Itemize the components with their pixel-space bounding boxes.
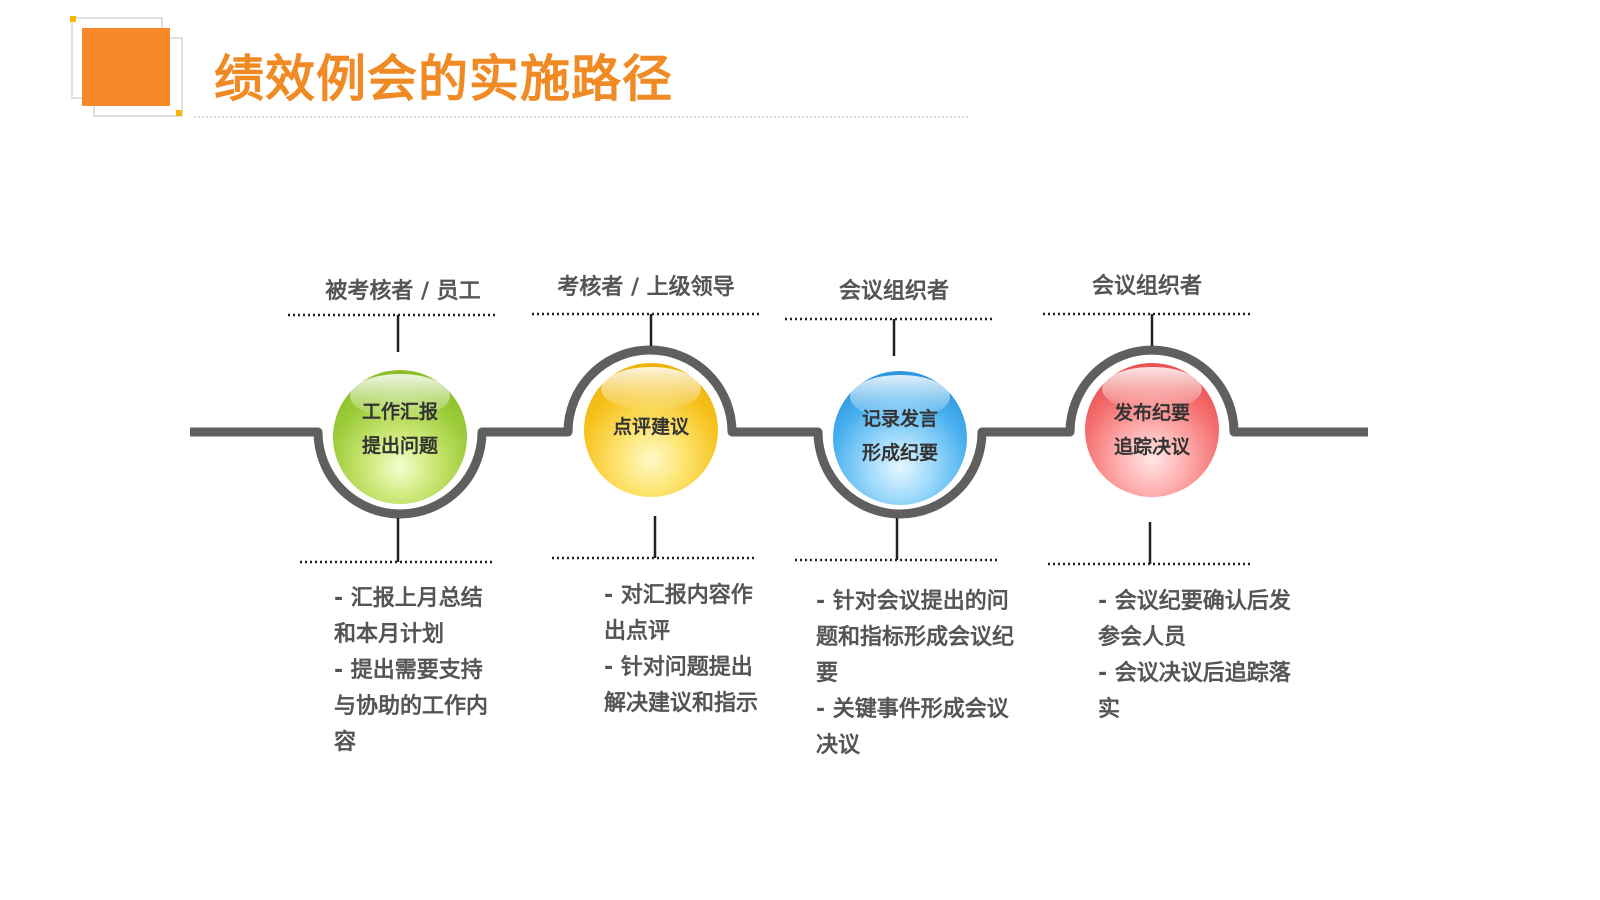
step-1-node-label: 工作汇报 提出问题 [325, 395, 475, 463]
node-label-line: 形成纪要 [861, 442, 938, 464]
node-label-line: 提出问题 [361, 435, 438, 457]
step-3-node-label: 记录发言 形成纪要 [825, 402, 975, 470]
detail-item: - 会议决议后追踪落实 [1098, 661, 1291, 722]
node-label-line: 点评建议 [612, 416, 689, 438]
detail-item: - 针对会议提出的问题和指标形成会议纪要 [816, 589, 1015, 686]
detail-item: - 提出需要支持与协助的工作内容 [334, 658, 489, 755]
step-1-graphics [288, 313, 497, 564]
detail-item: - 会议纪要确认后发参会人员 [1098, 589, 1291, 650]
step-4-details: - 会议纪要确认后发参会人员 - 会议决议后追踪落实 [1098, 584, 1304, 728]
detail-item: - 对汇报内容作出点评 [604, 583, 753, 644]
step-4-graphics [1043, 312, 1251, 566]
node-gloss [850, 375, 950, 419]
detail-item: - 针对问题提出解决建议和指示 [604, 655, 759, 716]
deco-corner-dot [176, 110, 182, 116]
node-label-line: 记录发言 [861, 408, 938, 430]
deco-corner-dot [70, 16, 76, 22]
step-3-details: - 针对会议提出的问题和指标形成会议纪要 - 关键事件形成会议决议 [816, 584, 1022, 764]
process-track [190, 345, 1368, 519]
step-2-details: - 对汇报内容作出点评 - 针对问题提出解决建议和指示 [604, 578, 766, 722]
step-2-graphics [532, 312, 760, 560]
step-2-node-label: 点评建议 [576, 410, 726, 444]
step-1-details: - 汇报上月总结和本月计划 - 提出需要支持与协助的工作内容 [334, 581, 499, 761]
node-gloss [350, 374, 450, 418]
step-3-role: 会议组织者 [838, 279, 949, 304]
orange-square-icon [82, 28, 170, 106]
node-label-line: 工作汇报 [361, 401, 438, 423]
node-label-line: 发布纪要 [1113, 402, 1190, 424]
node-gloss [601, 367, 701, 411]
step-4-role: 会议组织者 [1091, 274, 1202, 299]
step-2-role: 考核者 / 上级领导 [557, 275, 735, 300]
detail-item: - 汇报上月总结和本月计划 [334, 586, 483, 647]
header-decoration [70, 16, 968, 118]
node-label-line: 追踪决议 [1113, 436, 1190, 458]
detail-item: - 关键事件形成会议决议 [816, 697, 1009, 758]
step-4-node-label: 发布纪要 追踪决议 [1077, 396, 1227, 464]
step-1-role: 被考核者 / 员工 [325, 279, 481, 304]
page-title: 绩效例会的实施路径 [214, 50, 673, 108]
step-3-graphics [785, 317, 997, 562]
node-gloss [1102, 367, 1202, 411]
